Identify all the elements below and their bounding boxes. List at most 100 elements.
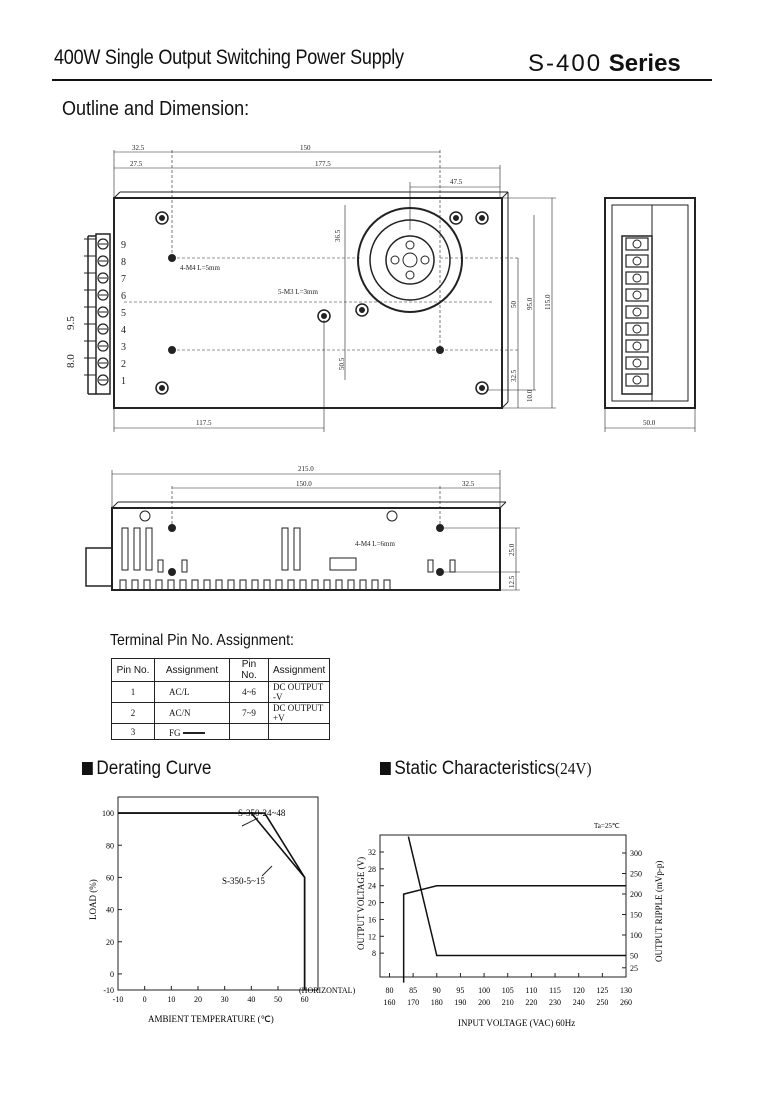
series-label: S-350-24~48 bbox=[238, 808, 286, 818]
terminal-block-top bbox=[87, 233, 111, 395]
terminal-screw-side-head bbox=[632, 375, 642, 385]
y-right-tick-label: 100 bbox=[630, 931, 642, 940]
pitch-label: 8.0 bbox=[65, 354, 77, 368]
dim-label: 36.5 bbox=[334, 229, 342, 242]
derating-title: Derating Curve bbox=[82, 758, 211, 780]
y-right-tick-label: 200 bbox=[630, 890, 642, 899]
series-line-2 bbox=[118, 812, 306, 990]
y-left-axis-label: OUTPUT VOLTAGE (V) bbox=[356, 857, 366, 950]
terminal-number: 2 bbox=[121, 359, 126, 370]
dim-label: 12.5 bbox=[508, 575, 516, 588]
x-tick-label-bottom: 220 bbox=[525, 998, 537, 1007]
y-right-tick-label: 25 bbox=[630, 964, 638, 973]
x-tick-label: 50 bbox=[274, 995, 282, 1004]
col-header: Assignment bbox=[154, 658, 230, 682]
y-right-tick-label: 50 bbox=[630, 952, 638, 961]
y-tick-label: 0 bbox=[110, 970, 114, 979]
mounting-holes bbox=[155, 211, 489, 395]
series-label: S-350-5~15 bbox=[222, 876, 265, 886]
x-tick-label-top: 110 bbox=[526, 986, 538, 995]
y-left-tick-label: 12 bbox=[368, 932, 376, 941]
y-tick-label: -10 bbox=[103, 986, 114, 995]
dim-label: 50.0 bbox=[643, 419, 656, 427]
y-tick-label: 40 bbox=[106, 906, 114, 915]
x-tick-label-top: 85 bbox=[409, 986, 417, 995]
x-tick-label-bottom: 250 bbox=[596, 998, 608, 1007]
x-tick-label-top: 95 bbox=[456, 986, 464, 995]
y-right-tick-label: 250 bbox=[630, 870, 642, 879]
x-tick-label-bottom: 240 bbox=[573, 998, 585, 1007]
series-leader bbox=[241, 817, 259, 827]
dim-label: 115.0 bbox=[544, 294, 552, 310]
note-label: 4-M4 L=5mm bbox=[180, 264, 220, 272]
x-tick-label: 10 bbox=[167, 995, 175, 1004]
x-tick-label-bottom: 260 bbox=[620, 998, 632, 1007]
x-tick-label-top: 90 bbox=[433, 986, 441, 995]
terminal-screw-side-head bbox=[632, 324, 642, 334]
pitch-label: 9.5 bbox=[65, 316, 77, 330]
terminal-number: 8 bbox=[121, 257, 126, 268]
table-header-row: Pin No. Assignment Pin No. Assignment bbox=[111, 658, 331, 682]
x-tick-label-bottom: 180 bbox=[431, 998, 443, 1007]
terminal-table-title: Terminal Pin No. Assignment: bbox=[110, 632, 294, 649]
note-label: 4-M4 L=6mm bbox=[355, 540, 395, 548]
terminal-screw-side-head bbox=[632, 273, 642, 283]
x-tick-label-top: 105 bbox=[502, 986, 514, 995]
static-title-text: Static Characteristics bbox=[394, 758, 556, 779]
dim-label: 27.5 bbox=[130, 160, 143, 168]
dim-label: 50.5 bbox=[338, 357, 346, 370]
series-label: Series bbox=[608, 50, 681, 77]
x-tick-label-bottom: 170 bbox=[407, 998, 419, 1007]
x-tick-label: -10 bbox=[113, 995, 124, 1004]
dim-label: 215.0 bbox=[298, 465, 314, 473]
series-output-voltage bbox=[402, 884, 626, 983]
y-left-tick-label: 24 bbox=[368, 882, 376, 891]
y-tick-label: 80 bbox=[106, 841, 114, 850]
y-right-tick-label: 150 bbox=[630, 911, 642, 920]
terminal-number: 5 bbox=[121, 308, 126, 319]
terminal-screw-side-head bbox=[632, 341, 642, 351]
dim-label: 150 bbox=[300, 144, 311, 152]
document-title: 400W Single Output Switching Power Suppl… bbox=[54, 46, 404, 69]
derating-title-text: Derating Curve bbox=[96, 758, 212, 779]
dim-label: 47.5 bbox=[450, 178, 463, 186]
terminal-screw-side-head bbox=[632, 290, 642, 300]
dim-label: 177.5 bbox=[315, 160, 331, 168]
x-tick-label-top: 125 bbox=[596, 986, 608, 995]
plot-frame bbox=[117, 796, 319, 991]
terminal-number: 6 bbox=[121, 291, 126, 302]
x-tick-label-bottom: 200 bbox=[478, 998, 490, 1007]
x-suffix-label: (HORIZONTAL) bbox=[299, 986, 356, 995]
dim-label: 117.5 bbox=[196, 419, 212, 427]
series-output-ripple bbox=[407, 836, 626, 957]
y-right-axis-label: OUTPUT RIPPLE (mVp-p) bbox=[654, 861, 664, 962]
x-tick-label-top: 130 bbox=[620, 986, 632, 995]
terminal-number: 1 bbox=[121, 376, 126, 387]
x-axis-label: INPUT VOLTAGE (VAC) 60Hz bbox=[458, 1018, 575, 1028]
fan-guard bbox=[357, 207, 463, 313]
top-view-body bbox=[113, 197, 503, 409]
x-tick-label: 30 bbox=[221, 995, 229, 1004]
x-tick-label-bottom: 160 bbox=[383, 998, 395, 1007]
x-tick-label: 0 bbox=[143, 995, 147, 1004]
x-tick-label-bottom: 210 bbox=[502, 998, 514, 1007]
x-axis-label: AMBIENT TEMPERATURE (℃) bbox=[148, 1014, 274, 1024]
y-left-tick-label: 16 bbox=[368, 915, 376, 924]
y-left-tick-label: 8 bbox=[372, 949, 376, 958]
dim-label: 25.0 bbox=[508, 543, 516, 556]
dim-label: 32.5 bbox=[462, 480, 475, 488]
bullet-square-icon bbox=[82, 762, 93, 775]
dim-label: 32.5 bbox=[132, 144, 145, 152]
side-view-body bbox=[604, 197, 696, 409]
dim-label: 50 bbox=[510, 301, 518, 309]
x-tick-label-bottom: 230 bbox=[549, 998, 561, 1007]
x-tick-label-bottom: 190 bbox=[454, 998, 466, 1007]
series-name: S-400 Series bbox=[528, 50, 681, 78]
y-left-tick-label: 28 bbox=[368, 865, 376, 874]
dim-label: 150.0 bbox=[296, 480, 312, 488]
y-tick-label: 20 bbox=[106, 938, 114, 947]
x-tick-label-top: 115 bbox=[549, 986, 561, 995]
